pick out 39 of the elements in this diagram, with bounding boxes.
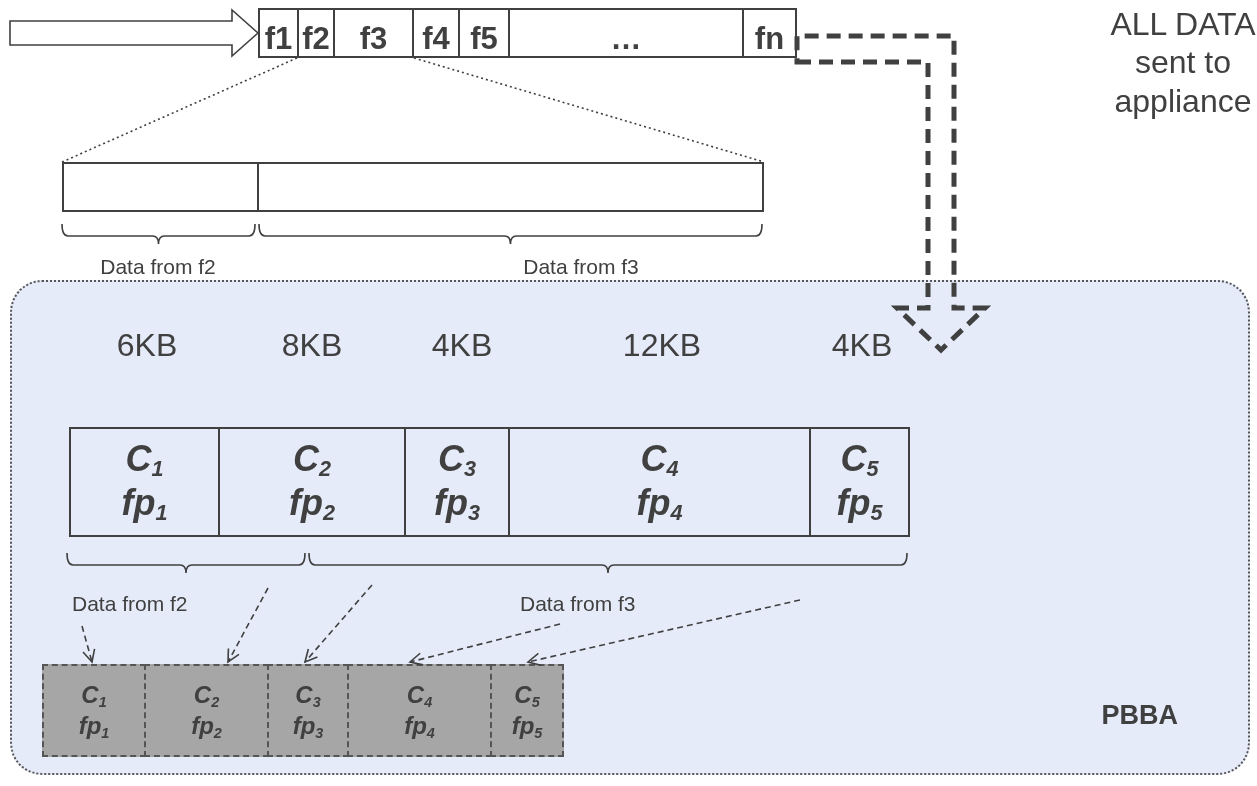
stream-cell: f2 (297, 8, 335, 58)
chunk-box: C$_{1}$ fp$_{1}$ (69, 427, 220, 537)
size-label: 8KB (281, 327, 343, 364)
region-title: PBBA (1101, 700, 1178, 731)
data-label: Data from f2 (72, 592, 188, 616)
size-label: 12KB (622, 327, 702, 364)
size-label: 4KB (431, 327, 493, 364)
arrow (227, 587, 269, 663)
chunk-box: C$_{2}$ fp$_{2}$ (218, 427, 406, 537)
arrow (81, 625, 96, 663)
stream-cell: fn (742, 8, 797, 58)
stored-chunk: C$_{5}$ fp$_{5}$ (490, 664, 564, 757)
stored-chunk: C$_{3}$ fp$_{3}$ (267, 664, 349, 757)
zoom-line (61, 57, 298, 163)
data-segment (62, 162, 259, 212)
data-segment (257, 162, 764, 212)
caption-text: ALL DATA sent to appliance (1109, 5, 1257, 121)
stream-cell: f4 (412, 8, 460, 58)
data-label: Data from f3 (520, 592, 636, 616)
size-label: 6KB (116, 327, 178, 364)
stored-chunk: C$_{1}$ fp$_{1}$ (42, 664, 146, 757)
stored-chunk: C$_{4}$ fp$_{4}$ (347, 664, 492, 757)
appliance-region (10, 280, 1250, 775)
chunk-box: C$_{3}$ fp$_{3}$ (404, 427, 510, 537)
arrow (409, 623, 561, 666)
data-label: Data from f2 (100, 255, 216, 279)
size-label: 4KB (831, 327, 893, 364)
stream-cell: f1 (258, 8, 299, 58)
arrow (304, 584, 373, 663)
data-label: Data from f3 (523, 255, 639, 279)
arrow (527, 599, 801, 666)
hollow-arrow (794, 33, 992, 354)
stream-cell: … (508, 8, 744, 58)
stream-cell: f5 (458, 8, 510, 58)
hollow-arrow (9, 8, 260, 58)
stream-cell: f3 (333, 8, 414, 58)
chunk-box: C$_{5}$ fp$_{5}$ (809, 427, 910, 537)
chunk-box: C$_{4}$ fp$_{4}$ (508, 427, 811, 537)
stored-chunk: C$_{2}$ fp$_{2}$ (144, 664, 269, 757)
